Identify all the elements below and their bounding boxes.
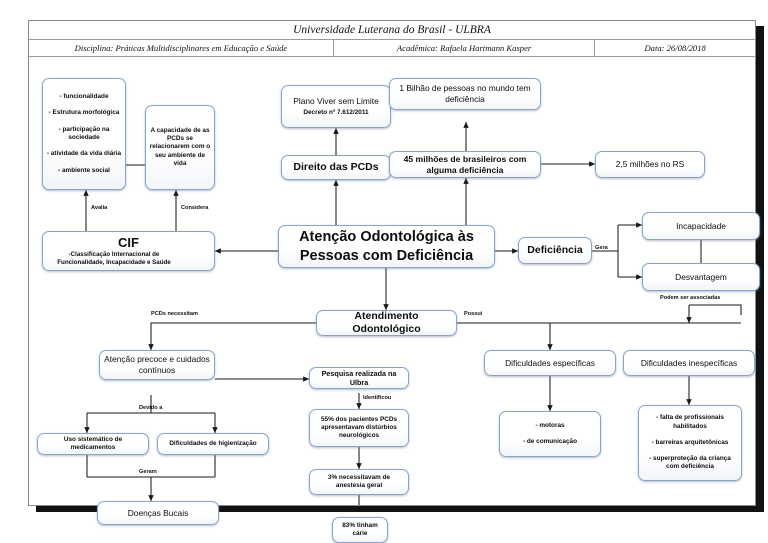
node-45-milhoes-text: 45 milhões de brasileiros com alguma def… [403, 153, 527, 175]
edge-label-possui: Possui [464, 311, 483, 317]
header-discipline: Disciplina: Práticas Multidisciplinares … [29, 40, 334, 56]
node-direito-das-pcds[interactable]: Direito das PCDs [281, 155, 391, 180]
document-header: Universidade Luterana do Brasil - ULBRA … [29, 21, 755, 57]
node-plano-viver-decreto: Decreto nº 7.612/2011 [303, 109, 369, 117]
node-dificuldades-especificas[interactable]: Dificuldades específicas [484, 350, 616, 376]
page-title: Universidade Luterana do Brasil - ULBRA [293, 24, 491, 36]
node-dificuldades-inespecificas-list-text: - falta de profissionais habilitados - b… [649, 414, 731, 471]
node-pesquisa-ulbra-text: Pesquisa realizada na Ulbra [321, 368, 397, 387]
edge-label-pcds-necessitam: PCDs necessitam [151, 311, 198, 317]
node-pesquisa-83-text: 83% tinham cárie [342, 521, 378, 537]
edge-label-considera: Considera [181, 205, 209, 211]
node-um-bilhao[interactable]: 1 Bilhão de pessoas no mundo tem deficiê… [389, 78, 541, 110]
header-info-row: Disciplina: Práticas Multidisciplinares … [29, 40, 755, 57]
node-dificuldades-especificas-list[interactable]: - motoras - de comunicação [499, 411, 601, 457]
header-date: Data: 26/08/2018 [644, 43, 706, 53]
node-atencao-precoce[interactable]: Atenção precoce e cuidados contínuos [99, 350, 215, 380]
node-direito-das-pcds-text: Direito das PCDs [293, 160, 379, 173]
edge-label-podem-ser-associadas: Podem ser associadas [660, 295, 721, 301]
node-capacidade-pcds[interactable]: A capacidade de as PCDs se relacionarem … [145, 105, 215, 190]
node-dificuldades-especificas-text: Dificuldades específicas [505, 357, 595, 368]
node-deficiencia-text: Deficiência [527, 243, 583, 256]
node-pesquisa-3-text: 3% necessitavam de anestesia geral [327, 473, 391, 489]
edge-label-identificou: Identificou [363, 395, 392, 401]
diagram-canvas: - funcionalidade - Estrutura morfológica… [29, 65, 760, 543]
node-dificuldades-inespecificas-text: Dificuldades inespecíficas [640, 357, 738, 368]
node-cif-expansion: -Classificação Internacional de Funciona… [57, 251, 171, 267]
node-central-atencao-odontologica[interactable]: Atenção Odontológica às Pessoas com Defi… [278, 225, 495, 268]
node-central-text: Atenção Odontológica às Pessoas com Defi… [299, 228, 474, 264]
node-desvantagem-text: Desvantagem [675, 271, 727, 282]
node-um-bilhao-text: 1 Bilhão de pessoas no mundo tem deficiê… [399, 83, 531, 104]
node-pesquisa-55[interactable]: 55% dos pacientes PCDs apresentavam dist… [309, 409, 409, 447]
node-pesquisa-55-text: 55% dos pacientes PCDs apresentavam dist… [320, 415, 397, 440]
edge-label-devido-a: Devido a [139, 405, 163, 411]
node-atendimento-text: Atendimento Odontológico [352, 309, 421, 335]
node-2-5-milhoes-rs[interactable]: 2,5 milhões no RS [595, 151, 705, 178]
node-cif[interactable]: CIF -Classificação Internacional de Func… [42, 231, 215, 271]
node-dificuldades-inespecificas[interactable]: Dificuldades inespecíficas [623, 350, 755, 376]
node-pesquisa-ulbra[interactable]: Pesquisa realizada na Ulbra [309, 367, 409, 389]
node-cif-content: CIF -Classificação Internacional de Func… [46, 235, 211, 268]
edge-label-geram: Geram [139, 469, 157, 475]
node-cif-attributes[interactable]: - funcionalidade - Estrutura morfológica… [42, 78, 126, 190]
node-cif-attributes-text: - funcionalidade - Estrutura morfológica… [46, 93, 122, 174]
node-cif-acronym: CIF [118, 234, 139, 250]
node-dificuldades-especificas-list-text: - motoras - de comunicação [523, 421, 577, 446]
node-deficiencia[interactable]: Deficiência [518, 237, 592, 264]
concept-map-page: Universidade Luterana do Brasil - ULBRA … [28, 20, 760, 543]
node-incapacidade-text: Incapacidade [676, 220, 726, 231]
node-atencao-precoce-text: Atenção precoce e cuidados contínuos [104, 354, 210, 375]
node-atendimento-odontologico[interactable]: Atendimento Odontológico [316, 310, 457, 336]
node-incapacidade[interactable]: Incapacidade [642, 212, 760, 240]
edge-label-gera: Gera [595, 245, 608, 251]
node-doencas-bucais[interactable]: Doenças Bucais [97, 501, 219, 525]
node-dificuldades-inespecificas-list[interactable]: - falta de profissionais habilitados - b… [638, 405, 742, 481]
header-student: Acadêmica: Rafaela Hartmann Kasper [334, 40, 596, 56]
node-uso-medicamentos-text: Uso sistemático de medicamentos [63, 435, 123, 451]
node-dificuldades-higienizacao[interactable]: Dificuldades de higienização [157, 433, 269, 455]
edge-label-avalia: Avalia [91, 205, 108, 211]
node-pesquisa-3[interactable]: 3% necessitavam de anestesia geral [309, 469, 409, 495]
header-title-row: Universidade Luterana do Brasil - ULBRA [29, 21, 755, 40]
node-doencas-bucais-text: Doenças Bucais [127, 507, 189, 518]
node-desvantagem[interactable]: Desvantagem [642, 263, 760, 291]
node-45-milhoes[interactable]: 45 milhões de brasileiros com alguma def… [389, 151, 541, 178]
node-pesquisa-83[interactable]: 83% tinham cárie [332, 517, 388, 543]
node-uso-medicamentos[interactable]: Uso sistemático de medicamentos [37, 433, 149, 455]
node-plano-viver-title: Plano Viver sem Limite [293, 95, 379, 106]
node-capacidade-pcds-text: A capacidade de as PCDs se relacionarem … [149, 127, 211, 167]
node-plano-viver-sem-limite[interactable]: Plano Viver sem Limite Decreto nº 7.612/… [281, 85, 391, 128]
node-dificuldades-higienizacao-text: Dificuldades de higienização [169, 439, 257, 447]
node-2-5-milhoes-rs-text: 2,5 milhões no RS [615, 159, 685, 170]
